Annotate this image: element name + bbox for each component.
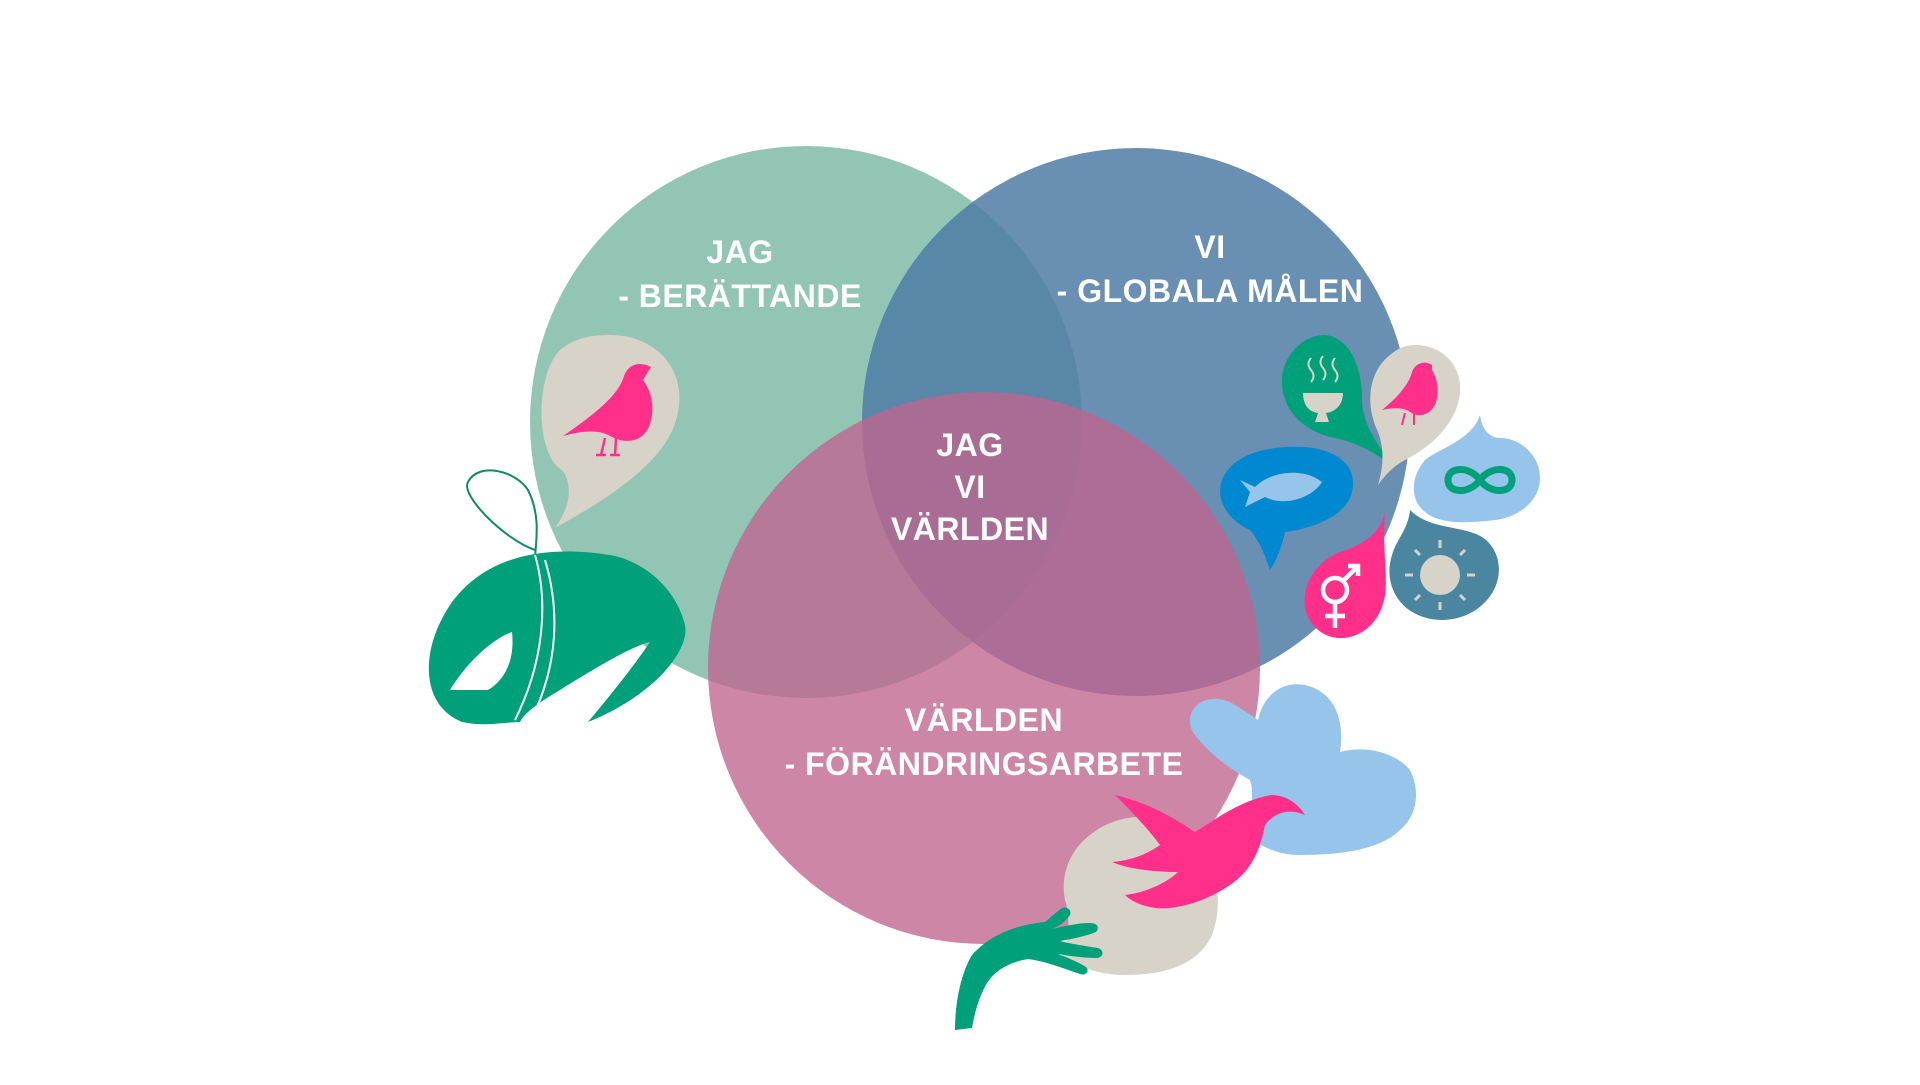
infinity-drop-icon [1413,415,1540,523]
fish-drop-icon [1220,446,1354,570]
ribbon-hand-icon [428,469,686,725]
gender-symbol-drop-icon [1304,512,1386,639]
jag-title: JAG [706,234,773,270]
center-line-jag: JAG [936,427,1003,463]
circle-varlden [708,392,1260,944]
bird-drop-icon [1370,345,1461,485]
center-line-vi: VI [954,469,985,505]
varlden-subtitle: - FÖRÄNDRINGSARBETE [785,746,1184,782]
vi-title: VI [1194,229,1225,265]
bird-speech-bubble-icon [541,335,680,528]
center-line-varlden: VÄRLDEN [891,511,1049,547]
vi-subtitle: - GLOBALA MÅLEN [1057,273,1364,309]
steaming-bowl-drop-icon [1281,335,1395,468]
jag-subtitle: - BERÄTTANDE [618,278,862,314]
heart-bird-hands-icon [955,684,1416,1030]
sun-drop-icon [1389,510,1499,620]
varlden-title: VÄRLDEN [905,702,1063,738]
